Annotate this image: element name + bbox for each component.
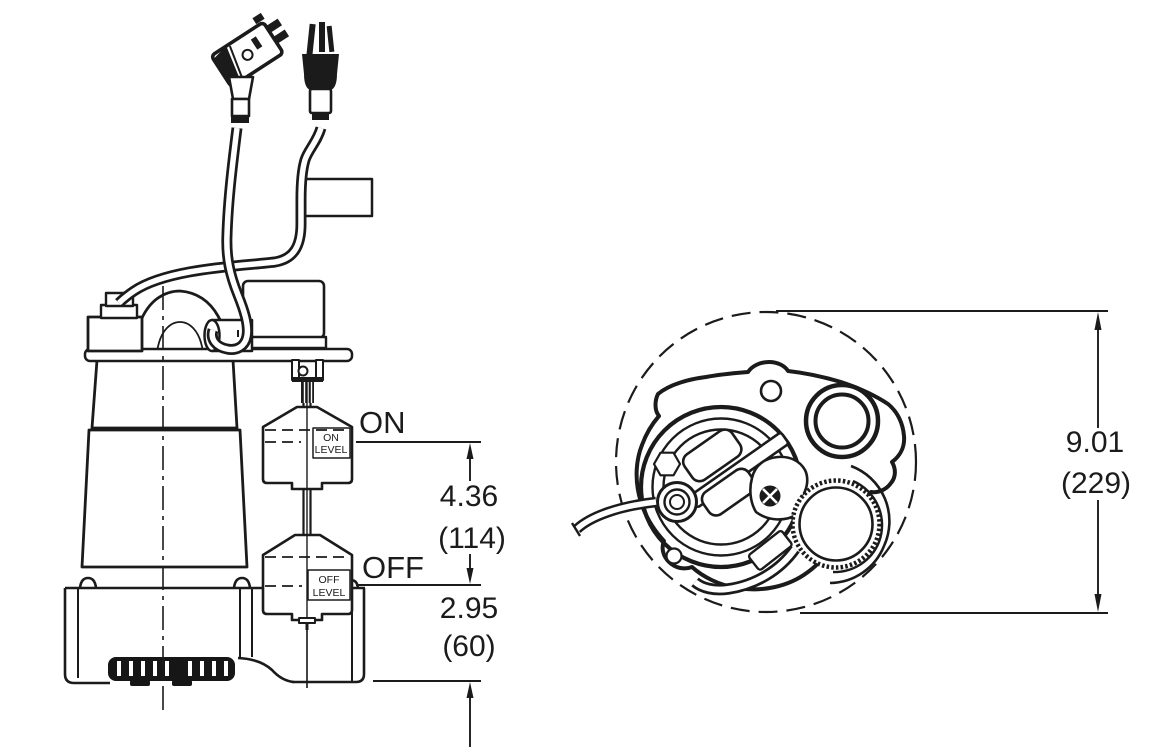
float-switch-cord	[206, 127, 253, 355]
float-cable-core	[693, 547, 798, 593]
on-float-label-line1: ON	[323, 432, 339, 444]
on-level-label: ON	[359, 405, 406, 440]
cord-grommet-mid	[663, 488, 691, 516]
rod-clevis-base	[292, 377, 323, 382]
base-lug-left	[78, 576, 98, 589]
intake-slots	[117, 661, 228, 676]
float-switch-housing	[241, 279, 326, 340]
discharge-port-inner	[813, 392, 871, 450]
cord-cut-end	[570, 522, 582, 537]
dim-off-base-mm: (60)	[442, 630, 495, 663]
dim-height-mm: (229)	[1061, 467, 1131, 500]
arrow-down-height	[1094, 594, 1102, 612]
arrow-down-off	[466, 568, 474, 584]
top-view: 9.01 (229)	[570, 310, 1131, 614]
off-float-label-line1: OFF	[319, 574, 340, 586]
base-foot-1	[130, 680, 150, 686]
off-level-label: OFF	[362, 550, 424, 585]
float-cable	[691, 529, 800, 596]
rod-thread-lines	[303, 382, 313, 403]
pump-body	[80, 358, 249, 569]
float-bracket-band-inner	[832, 479, 884, 574]
float-cord-core	[209, 127, 251, 353]
cable-clamp-tab	[747, 529, 793, 571]
cord-gland-body	[86, 315, 144, 353]
cord-grommet-inner	[669, 494, 685, 510]
base-inner-lines-right	[351, 588, 365, 682]
pump-base	[63, 576, 366, 686]
off-float-label-box	[307, 569, 351, 601]
base-outline-right	[292, 588, 366, 684]
pump-power-cord	[115, 126, 327, 307]
pump-cord-outline	[115, 126, 327, 307]
dim-height-inches: 9.01	[1066, 426, 1124, 459]
rod-clevis-pin	[297, 365, 309, 377]
screw-hole-top	[759, 379, 783, 403]
vertical-float-top	[790, 478, 882, 570]
arrow-up-on	[466, 443, 474, 459]
motor-housing-upper	[90, 358, 239, 430]
piggyback-plug-icon	[210, 12, 290, 123]
discharge-fitting	[301, 177, 374, 218]
dim-on-off-inches: 4.36	[440, 480, 498, 513]
pump-plug-icon	[302, 22, 339, 120]
cord-core	[575, 499, 657, 532]
pump-cord-core	[117, 127, 324, 305]
float-bracket-band-outer	[829, 464, 891, 585]
outline-dashed-circle	[614, 310, 918, 614]
arrow-up-height	[1094, 312, 1102, 330]
base-foot-2	[172, 680, 192, 686]
dim-on-off-mm: (114)	[438, 522, 506, 555]
power-cord-exit	[570, 481, 698, 537]
on-float-label-line2: LEVEL	[315, 444, 348, 456]
off-float: OFF LEVEL	[261, 533, 354, 688]
phillips-screw	[759, 485, 781, 507]
arrow-up-base	[466, 682, 474, 698]
plate-lobe-hole	[665, 547, 683, 565]
side-view: ON LEVEL OFF LEVEL	[63, 12, 506, 747]
base-lug-mid	[232, 576, 252, 589]
handle-grip-upper	[681, 428, 743, 483]
on-float-label-box	[312, 427, 351, 459]
screw-cross	[762, 488, 778, 504]
hex-nut	[652, 451, 682, 477]
height-dimension: 9.01 (229)	[776, 310, 1131, 614]
base-inner-lines-mid	[239, 588, 253, 657]
off-float-label-line2: LEVEL	[313, 587, 346, 599]
base-arch	[237, 656, 295, 684]
motor-housing-lower	[80, 428, 249, 569]
dim-off-base-inches: 2.95	[440, 592, 498, 625]
vertical-float-top-inner	[798, 486, 874, 562]
base-outline-left	[63, 588, 110, 685]
off-float-stop	[298, 617, 316, 624]
side-dimensions: ON OFF 4.36 (114) 2.95 (60)	[356, 405, 506, 747]
float-switch-housing-base	[239, 335, 328, 350]
